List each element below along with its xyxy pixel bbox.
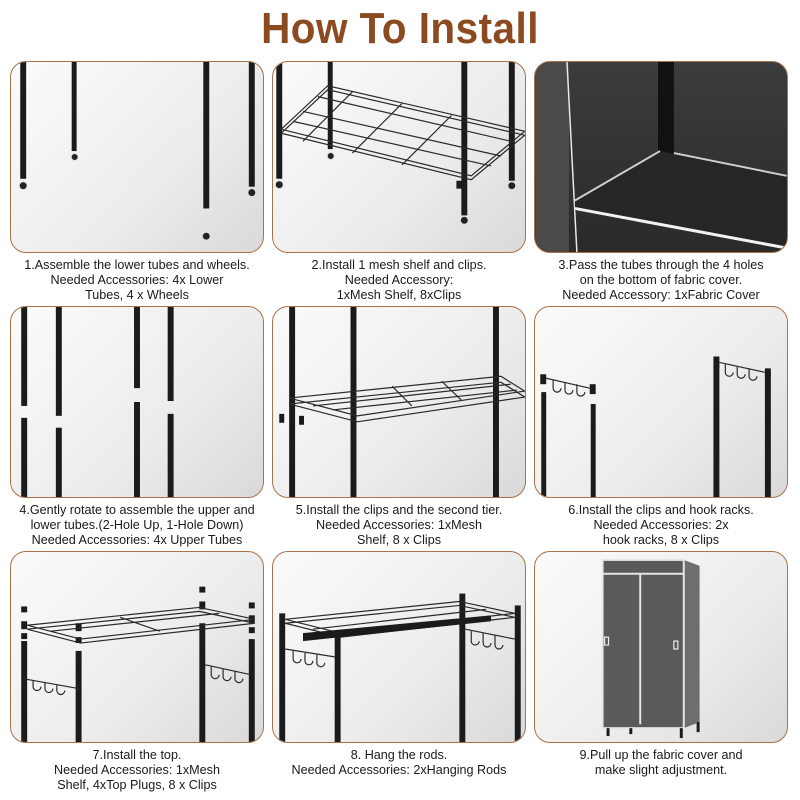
step-3-illustration bbox=[534, 61, 788, 253]
fabric-cover-icon bbox=[535, 62, 787, 252]
step-7-illustration bbox=[10, 551, 264, 743]
step-6-illustration bbox=[534, 306, 788, 498]
step-5-illustration bbox=[272, 306, 526, 498]
top-shelf-icon bbox=[21, 586, 255, 742]
step-6-caption: 6.Install the clips and hook racks. Need… bbox=[568, 503, 754, 547]
page-title: How To Install bbox=[261, 4, 539, 53]
step-2-caption: 2.Install 1 mesh shelf and clips. Needed… bbox=[311, 258, 487, 302]
step-1-caption: 1.Assemble the lower tubes and wheels. N… bbox=[24, 258, 250, 302]
second-tier-shelf-icon bbox=[279, 307, 525, 497]
step-8-illustration bbox=[272, 551, 526, 743]
mesh-shelf-icon bbox=[274, 62, 525, 225]
step-2-illustration bbox=[272, 61, 526, 253]
step-3-caption: 3.Pass the tubes through the 4 holes on … bbox=[558, 258, 764, 302]
upper-lower-tubes-icon bbox=[21, 307, 174, 497]
hanging-rods-icon bbox=[279, 593, 521, 742]
step-4-caption: 4.Gently rotate to assemble the upper an… bbox=[19, 503, 255, 547]
step-5-caption: 5.Install the clips and the second tier.… bbox=[295, 503, 503, 547]
step-7-caption: 7.Install the top. Needed Accessories: 1… bbox=[54, 748, 220, 792]
step-4-illustration bbox=[10, 306, 264, 498]
finished-wardrobe-icon bbox=[601, 558, 700, 739]
step-9-caption: 9.Pull up the fabric cover and make slig… bbox=[579, 748, 743, 777]
lower-tubes-wheels-icon bbox=[18, 62, 257, 241]
step-9-illustration bbox=[534, 551, 788, 743]
step-1-illustration bbox=[10, 61, 264, 253]
step-8-caption: 8. Hang the rods. Needed Accessories: 2x… bbox=[291, 748, 507, 777]
hook-racks-icon bbox=[540, 356, 771, 497]
